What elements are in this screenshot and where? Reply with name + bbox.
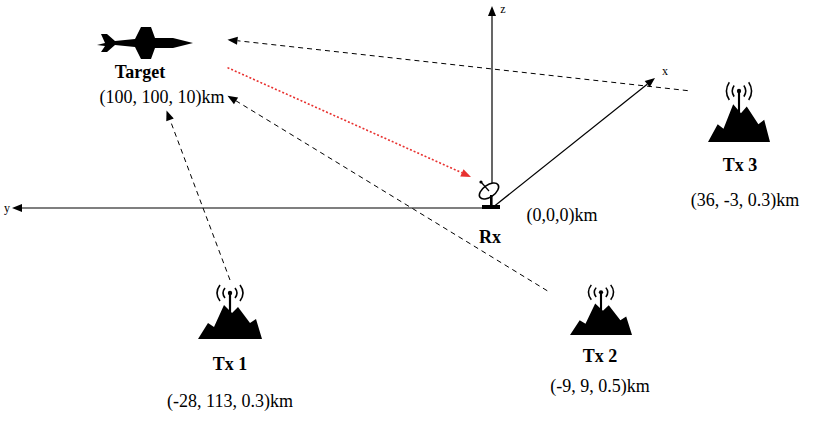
- path-line: [237, 41, 687, 91]
- signal-path: [228, 96, 548, 291]
- station-name: Rx: [479, 227, 501, 248]
- signal-path: [166, 111, 230, 281]
- coordinate-label: (-28, 113, 0.3)km: [167, 391, 293, 412]
- receiver-station: (0,0,0)kmRx: [471, 173, 601, 251]
- tower-icon: [570, 283, 632, 335]
- x-axis: [492, 84, 647, 208]
- plane-icon: [95, 26, 195, 60]
- z-axis-head: [488, 6, 496, 16]
- signal-path: [228, 68, 472, 177]
- signal-path: [228, 37, 688, 91]
- arrow-head: [228, 96, 239, 105]
- z-axis: [491, 16, 492, 208]
- target-aircraft: Target (100, 100, 10)km: [92, 23, 228, 111]
- tower-icon: [708, 80, 770, 142]
- y-axis-head: [12, 204, 22, 212]
- coordinate-label: (100, 100, 10)km: [100, 87, 225, 108]
- station-name: Tx 3: [723, 155, 758, 176]
- axis-label: y: [3, 201, 11, 215]
- station-name: Target: [115, 62, 165, 83]
- arrow-head: [166, 111, 173, 122]
- y-axis: [22, 207, 492, 208]
- transmitter-station: Tx 3 (36, -3, 0.3)km: [688, 77, 802, 214]
- coordinate-label: (0,0,0)km: [527, 205, 598, 226]
- arrow-head: [228, 37, 238, 45]
- tower-icon: [198, 283, 262, 339]
- dish-icon: [474, 176, 506, 210]
- axis-label: z: [499, 2, 506, 16]
- path-line: [170, 120, 230, 280]
- arrow-head: [460, 169, 471, 177]
- x-axis-head: [645, 78, 655, 87]
- path-line: [236, 101, 547, 291]
- coordinate-label: (36, -3, 0.3)km: [691, 190, 799, 211]
- transmitter-station: Tx 1 (-28, 113, 0.3)km: [164, 280, 296, 415]
- station-name: Tx 1: [213, 354, 248, 375]
- path-line: [228, 68, 462, 173]
- station-name: Tx 2: [583, 346, 618, 367]
- transmitter-station: Tx 2 (-9, 9, 0.5)km: [547, 280, 652, 400]
- axis-label: x: [661, 64, 669, 78]
- coordinate-label: (-9, 9, 0.5)km: [550, 376, 649, 397]
